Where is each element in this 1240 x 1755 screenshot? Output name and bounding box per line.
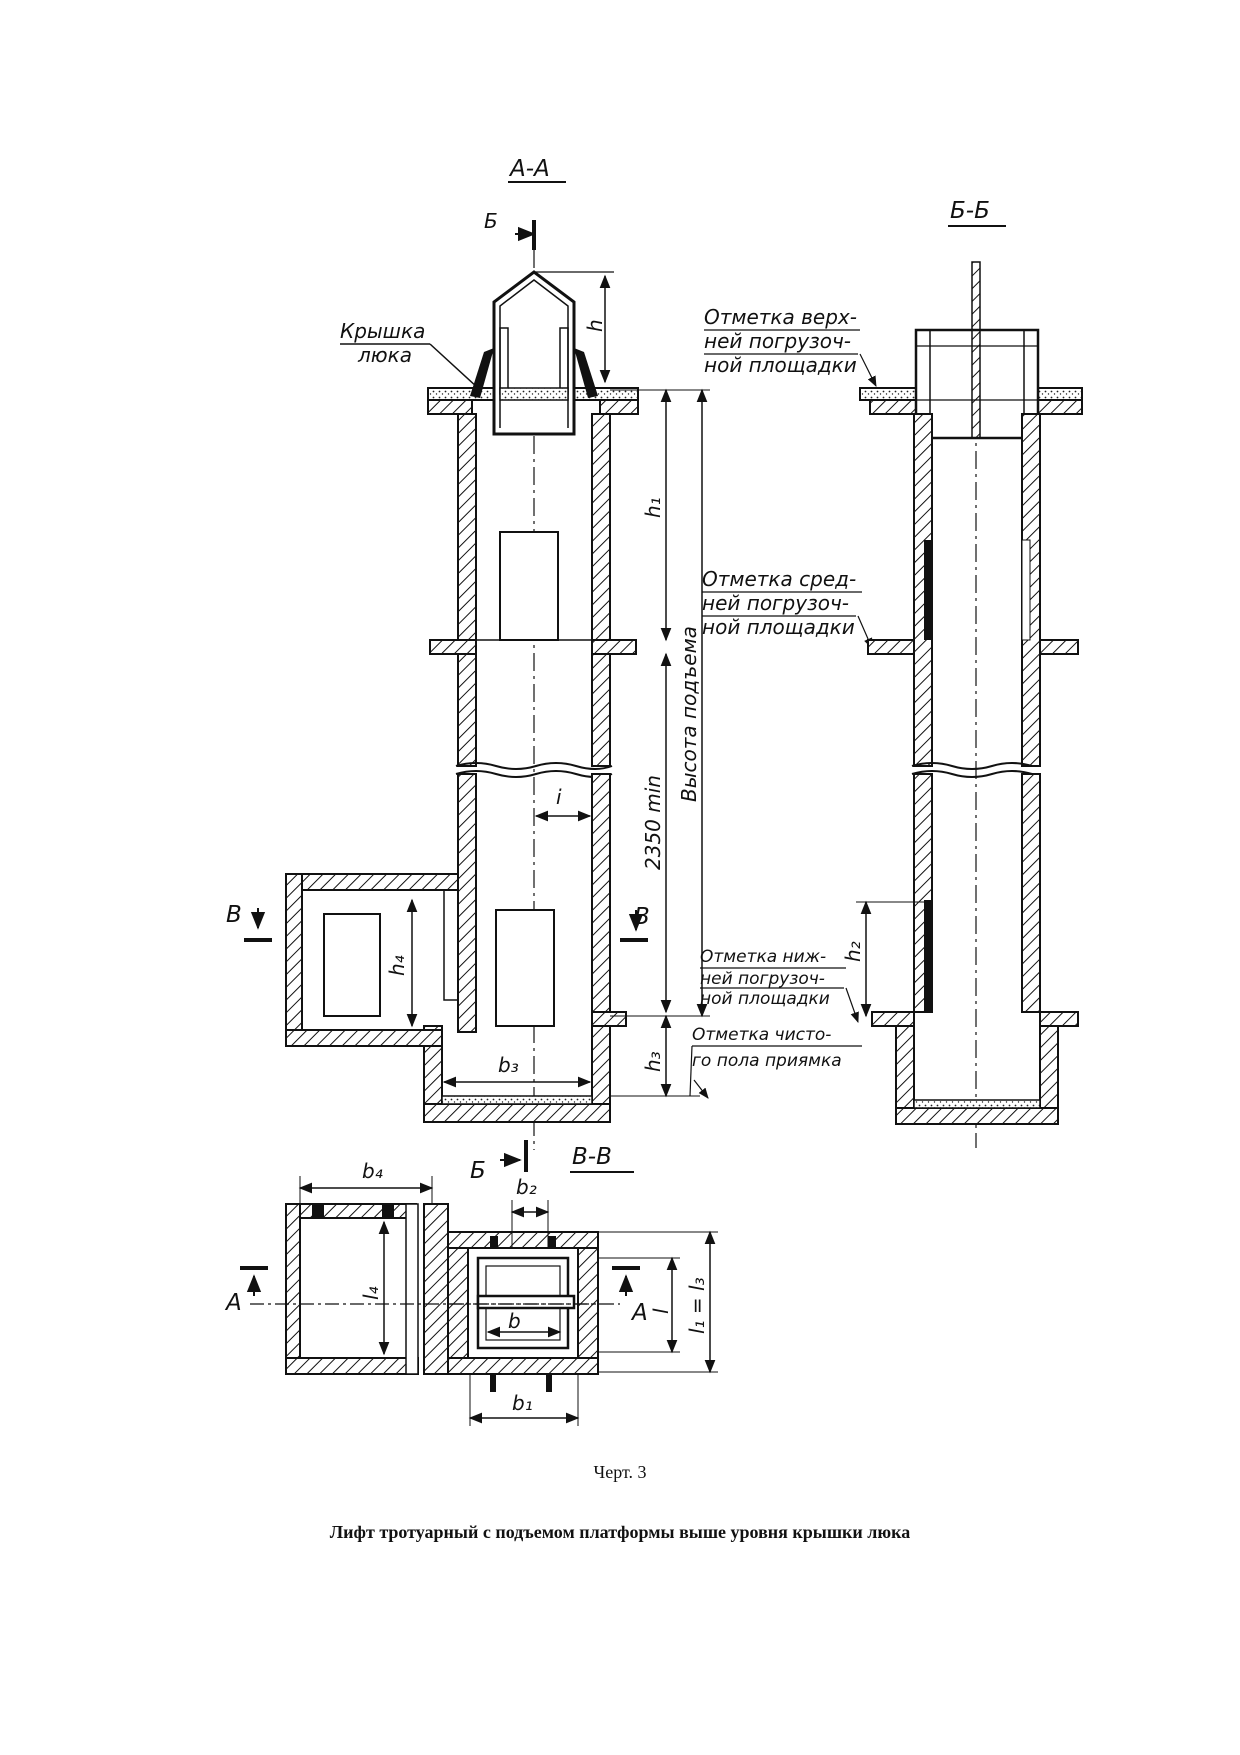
lower-level-label-1: Отметка ниж- <box>700 947 826 967</box>
middle-level-callout: Отметка сред- ней погрузоч- ной площадки <box>702 567 873 649</box>
figure-number: Черт. 3 <box>593 1462 647 1482</box>
aa-shaft-wall-right <box>591 413 611 767</box>
vv-side-a-left-label: А <box>224 1290 242 1316</box>
section-bb: Б-Б <box>841 198 1083 1148</box>
bb-guide-rail <box>971 261 981 439</box>
lower-level-label-2: ней погрузоч- <box>700 969 825 989</box>
dim-b3-label: b₃ <box>498 1053 519 1077</box>
middle-level-label-1: Отметка сред- <box>702 567 856 591</box>
aa-shaft-wall-left <box>457 413 477 767</box>
vv-crossbeam <box>476 1294 576 1310</box>
dim-b1-label: b₁ <box>512 1391 533 1415</box>
aa-side-platform <box>323 913 381 1017</box>
dim-l1-l3-label: l₁ = l₃ <box>685 1277 709 1334</box>
middle-level-label-3: ной площадки <box>702 615 855 639</box>
section-vv: В-В Б b₄ b₂ <box>224 1140 718 1426</box>
dim-lift-height-label: Высота подъема <box>677 626 701 802</box>
side-v-left-label: В <box>226 902 242 928</box>
upper-level-label-3: ной площадки <box>704 353 857 377</box>
dim-b-label: b <box>508 1309 521 1333</box>
lower-level-label-3: ной площадки <box>700 989 830 1009</box>
aa-hood <box>492 270 576 436</box>
aa-upper-platform <box>499 531 559 641</box>
upper-level-label-2: ней погрузоч- <box>704 329 851 353</box>
aa-side-door <box>443 889 459 1001</box>
vv-cut-mark-label: Б <box>470 1158 486 1184</box>
hatch-cover-label-1: Крышка <box>340 319 425 343</box>
aa-cover-flap-right <box>574 348 598 398</box>
dim-h4-label: h₄ <box>385 955 409 976</box>
pit-floor-label-1: Отметка чисто- <box>692 1025 831 1045</box>
pit-floor-label-2: го пола приямка <box>692 1051 842 1071</box>
dim-h1-label: h₁ <box>641 497 665 518</box>
dim-b4-label: b₄ <box>362 1159 383 1183</box>
upper-level-callout: Отметка верх- ней погрузоч- ной площадки <box>704 305 877 387</box>
lower-level-callout: Отметка ниж- ней погрузоч- ной площадки <box>700 947 859 1024</box>
dim-l-label: l <box>649 1308 673 1314</box>
aa-lower-platform <box>495 909 555 1027</box>
dim-b2-label: b₂ <box>516 1175 537 1199</box>
dim-h2-label: h₂ <box>841 941 865 962</box>
figure-title: Лифт тротуарный с подъемом платформы выш… <box>329 1522 911 1542</box>
section-aa: А-А Б <box>226 156 877 1150</box>
vv-side-a-right-label: А <box>630 1300 648 1326</box>
dim-2350-label: 2350 min <box>641 775 665 870</box>
section-aa-title: А-А <box>508 156 550 182</box>
middle-level-label-2: ней погрузоч- <box>702 591 849 615</box>
dim-l4-label: l₄ <box>359 1286 383 1300</box>
bb-hood <box>914 328 1040 440</box>
dim-h3-label: h₃ <box>641 1051 665 1072</box>
aa-pit-floor <box>423 1103 611 1123</box>
bb-pit-floor <box>895 1107 1059 1125</box>
section-vv-title: В-В <box>572 1144 612 1170</box>
upper-level-label-1: Отметка верх- <box>704 305 857 329</box>
section-bb-title: Б-Б <box>950 198 990 224</box>
hatch-cover-label-2: люка <box>357 343 412 367</box>
dim-i-label: i <box>556 785 562 809</box>
aa-cut-mark-label: Б <box>484 209 498 233</box>
dim-h-label: h <box>583 319 607 332</box>
pit-floor-callout: Отметка чисто- го пола приямка <box>689 1025 862 1099</box>
